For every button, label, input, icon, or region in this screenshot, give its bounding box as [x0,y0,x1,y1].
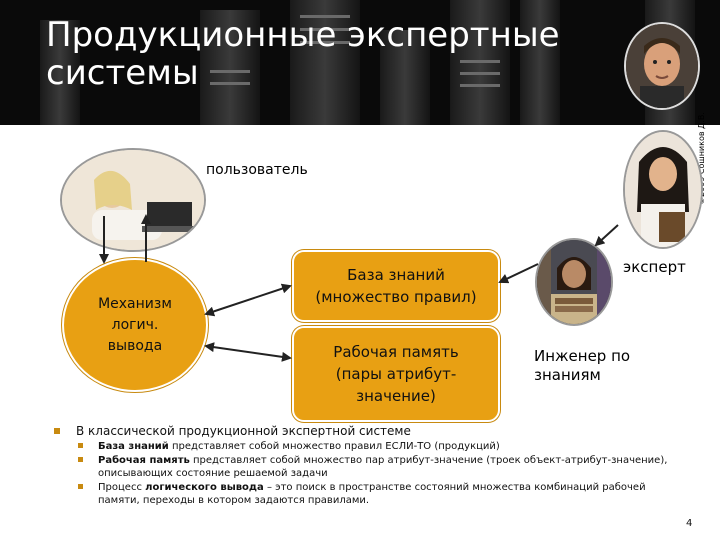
arrow-engine-kb [206,286,290,314]
author-photo [624,22,700,110]
arrow-expert-to-engineer [596,225,618,245]
bullet-marker [78,443,83,448]
bullet-marker [78,484,83,489]
expert-photo [623,130,703,249]
working-memory-label: Рабочая память (пары атрибут-значение) [311,341,481,407]
arrow-engineer-to-kb [500,264,538,282]
arrow-engine-wm [206,346,290,358]
inference-engine-label: Механизм логич. вывода [85,294,185,357]
engineer-label: Инженер по знаниям [534,347,654,385]
inference-engine-node: Механизм логич. вывода [62,258,208,392]
sub-bullet-wm: Рабочая память представляет собой множес… [52,454,672,480]
content-bullets: В классической продукционной экспертной … [52,424,672,508]
knowledge-base-label: База знаний (множество правил) [301,264,491,308]
working-memory-node: Рабочая память (пары атрибут-значение) [292,326,500,422]
page-title: Продукционные экспертные системы [46,16,586,92]
knowledge-base-node: База знаний (множество правил) [292,250,500,322]
page-number: 4 [686,518,692,529]
expert-label: эксперт [623,258,686,276]
user-photo [60,148,206,252]
bullet-marker [54,428,60,434]
bullet-main: В классической продукционной экспертной … [52,424,672,438]
user-label: пользователь [206,162,308,178]
engineer-photo [535,238,613,326]
bullet-marker [78,457,83,462]
header-banner: Продукционные экспертные системы [0,0,720,125]
sub-bullet-kb: База знаний представляет собой множество… [52,440,672,453]
sub-bullet-inference: Процесс логического вывода – это поиск в… [52,481,672,507]
